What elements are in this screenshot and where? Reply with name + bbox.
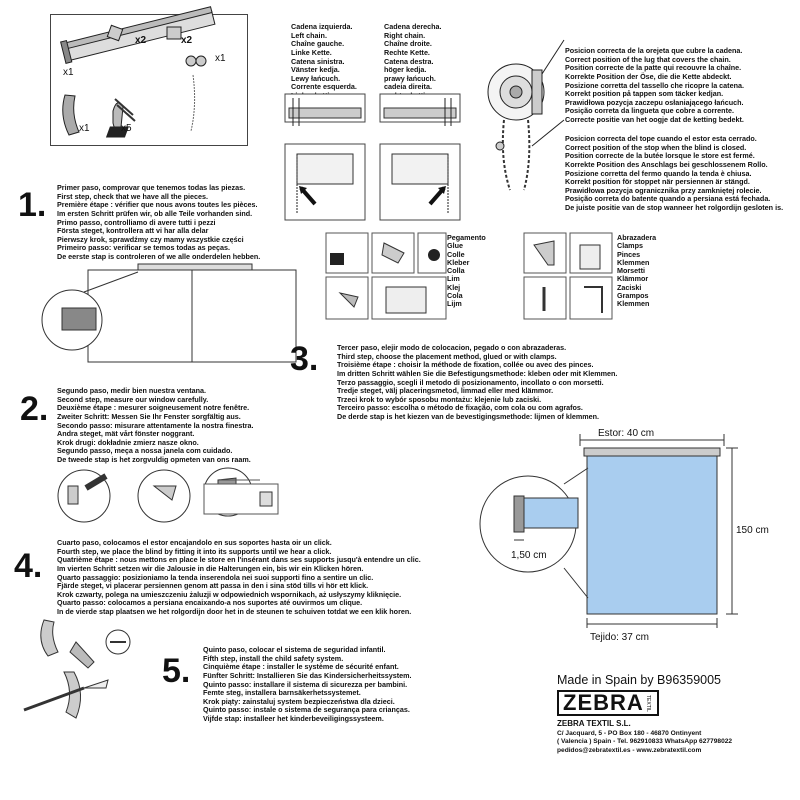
dimensions-diagram (479, 434, 738, 628)
cap-detail-illustration (203, 479, 279, 515)
count-caps: x2 (181, 35, 193, 46)
clamp-method-illustration (523, 232, 613, 320)
height-label: 150 cm (736, 525, 769, 536)
stop-position-text: Posicion correcta del tope cuando el est… (565, 134, 784, 212)
company-name: ZEBRA TEXTIL S.L. (557, 719, 631, 728)
step-1-text: Primer paso, comprovar que tenemos todas… (57, 183, 261, 261)
child-safety-illustration (23, 619, 131, 719)
zebra-logo: ZEBRA TEXTIL (557, 690, 659, 716)
glue-method-illustration (325, 232, 447, 320)
chain-lug-illustration (487, 39, 565, 191)
step-3-number: 3. (290, 340, 319, 378)
company-address: C/ Jacquard, 5 - PO Box 180 - 46870 Onti… (557, 730, 733, 754)
step-1-number: 1. (18, 186, 47, 224)
chain-side-diagrams (284, 93, 461, 221)
step-4-text: Cuarto paso, colocamos el estor encajand… (57, 538, 421, 616)
offset-label: 1,50 cm (511, 550, 547, 561)
count-brackets: x2 (135, 35, 147, 46)
step-2-number: 2. (20, 390, 49, 428)
made-in-text: Made in Spain by B96359005 (557, 673, 722, 687)
step-2-text: Segundo paso, medir bien nuestra ventana… (57, 386, 254, 464)
lug-position-text: Posicion correcta de la orejeta que cubr… (565, 46, 744, 124)
count-roller: x1 (63, 67, 74, 78)
tejido-width-label: Tejido: 37 cm (590, 632, 649, 643)
count-screws: x5 (121, 123, 132, 134)
kit-box: x1 x2 x2 x1 x1 x5 (50, 6, 248, 146)
step-4-number: 4. (14, 547, 43, 585)
step-3-text: Tercer paso, elejir modo de colocacion, … (337, 343, 618, 421)
step-5-number: 5. (162, 652, 191, 690)
window-measure-illustration (41, 263, 297, 363)
count-safety: x1 (79, 123, 90, 134)
step-5-text: Quinto paso, colocar el sistema de segur… (203, 645, 412, 723)
count-stops: x1 (215, 53, 226, 64)
estor-width-label: Estor: 40 cm (598, 428, 655, 439)
kit-parts-illustration (60, 6, 216, 138)
